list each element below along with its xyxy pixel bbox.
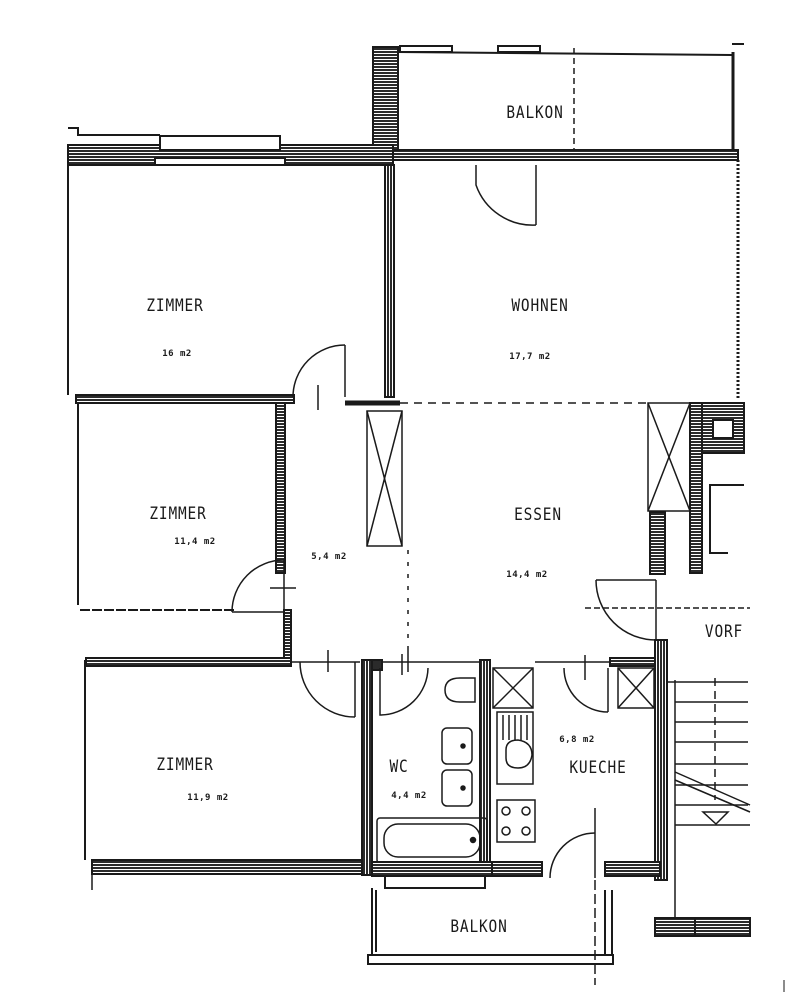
room-area-zimmer-top: 16 m2 xyxy=(162,349,192,359)
room-label-essen: ESSEN xyxy=(514,505,562,525)
shaft-essen xyxy=(647,402,691,512)
room-area-zimmer-mid: 11,4 m2 xyxy=(174,537,216,547)
shaft-flur xyxy=(366,410,403,547)
room-area-essen: 14,4 m2 xyxy=(506,570,548,580)
balcony-top-outline xyxy=(372,43,744,160)
room-area-kueche: 6,8 m2 xyxy=(559,735,595,745)
room-label-zimmer-mid: ZIMMER xyxy=(149,504,207,524)
room-label-zimmer-top: ZIMMER xyxy=(146,296,204,316)
room-label-wc: WC xyxy=(389,757,409,777)
balcony-label-top: BALKON xyxy=(506,103,564,123)
balcony-label-bottom: BALKON xyxy=(450,917,508,937)
staircase xyxy=(668,678,751,920)
room-label-wohnen: WOHNEN xyxy=(511,296,569,316)
room-area-flur: 5,4 m2 xyxy=(311,552,347,562)
vorplatz-label: VORF xyxy=(704,622,744,642)
room-area-wc: 4,4 m2 xyxy=(391,791,427,801)
balcony-bottom-outline xyxy=(367,880,696,985)
kitchen-fixtures xyxy=(492,667,655,843)
room-label-zimmer-bottom: ZIMMER xyxy=(156,755,214,775)
room-area-wohnen: 17,7 m2 xyxy=(509,352,551,362)
top-exterior-wall xyxy=(67,127,739,166)
room-label-kueche: KUECHE xyxy=(569,758,627,778)
room-area-zimmer-bottom: 11,9 m2 xyxy=(187,793,229,803)
